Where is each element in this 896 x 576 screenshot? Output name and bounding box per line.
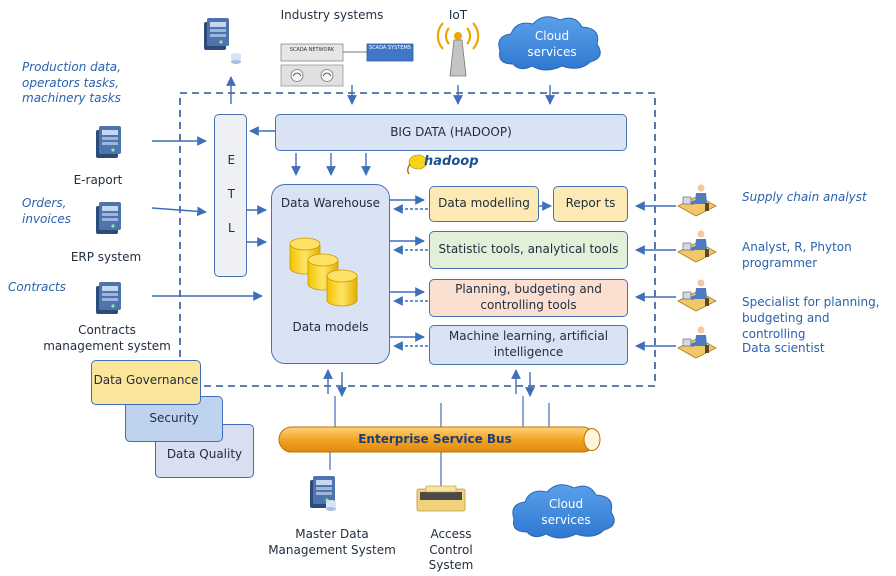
contracts-server-icon (96, 282, 121, 314)
cloud-icon (498, 16, 601, 71)
access-control-label: Access Control System (428, 527, 474, 573)
etl-box: E T L (214, 114, 247, 277)
data-governance-box: Data Governance (91, 360, 201, 405)
access-card-reader-icon (416, 485, 466, 512)
contracts-note: Contracts (8, 280, 66, 294)
analyst-icon (677, 230, 717, 263)
planner-icon (677, 279, 717, 312)
ml-box: Machine learning, artificial intelligenc… (429, 325, 628, 365)
cloud-icon-bottom (512, 484, 615, 539)
mdm-label: Master Data Management System (268, 527, 396, 557)
eraport-label: E-raport (73, 173, 123, 187)
esb-label: Enterprise Service Bus (358, 432, 512, 446)
data-modelling-box: Data modelling (429, 186, 539, 222)
supply-chain-label: Supply chain analyst (742, 190, 867, 204)
erp-server-icon (96, 202, 121, 234)
iot-label: IoT (448, 8, 468, 22)
hadoop-elephant-icon (407, 154, 428, 175)
big-data-box: BIG DATA (HADOOP) (275, 114, 627, 151)
etl-label: E T L (224, 153, 239, 238)
cloud-services-bottom-label: Cloud services (541, 497, 591, 527)
scada-icon (280, 43, 414, 87)
database-icon (326, 500, 336, 511)
production-data-note: Production data, operators tasks, machin… (22, 60, 121, 106)
iot-antenna-icon (436, 22, 480, 77)
database-icon (231, 53, 241, 64)
server-icon (204, 18, 229, 50)
supply-analyst-icon (677, 184, 717, 217)
contracts-system-label: Contracts management system (43, 323, 171, 353)
eraport-server-icon (96, 126, 121, 158)
statistic-tools-box: Statistic tools, analytical tools (429, 231, 628, 269)
data-scientist-icon (677, 326, 717, 359)
esb-pipe (278, 426, 601, 453)
erp-label: ERP system (70, 250, 142, 264)
data-warehouse-label: Data Warehouse (280, 196, 381, 210)
industry-systems-label: Industry systems (280, 8, 384, 22)
hadoop-logo-text: hadoop (424, 154, 479, 169)
orders-note: Orders, invoices (22, 196, 71, 226)
cloud-services-label: Cloud services (527, 29, 577, 59)
scada-systems-label: SCADA SYSTEMS (369, 45, 411, 51)
data-scientist-label: Data scientist (742, 341, 825, 355)
arrow-erp (151, 206, 207, 217)
planning-specialist-label: Specialist for planning, budgeting and c… (742, 295, 880, 342)
data-warehouse-box: Data Warehouse Data models (271, 184, 390, 364)
reports-box: Repor ts (553, 186, 628, 222)
data-models-label: Data models (292, 320, 369, 334)
scada-network-label: SCADA NETWORK (289, 47, 335, 53)
planning-tools-box: Planning, budgeting and controlling tool… (429, 279, 628, 317)
analyst-label: Analyst, R, Phyton programmer (742, 240, 852, 271)
